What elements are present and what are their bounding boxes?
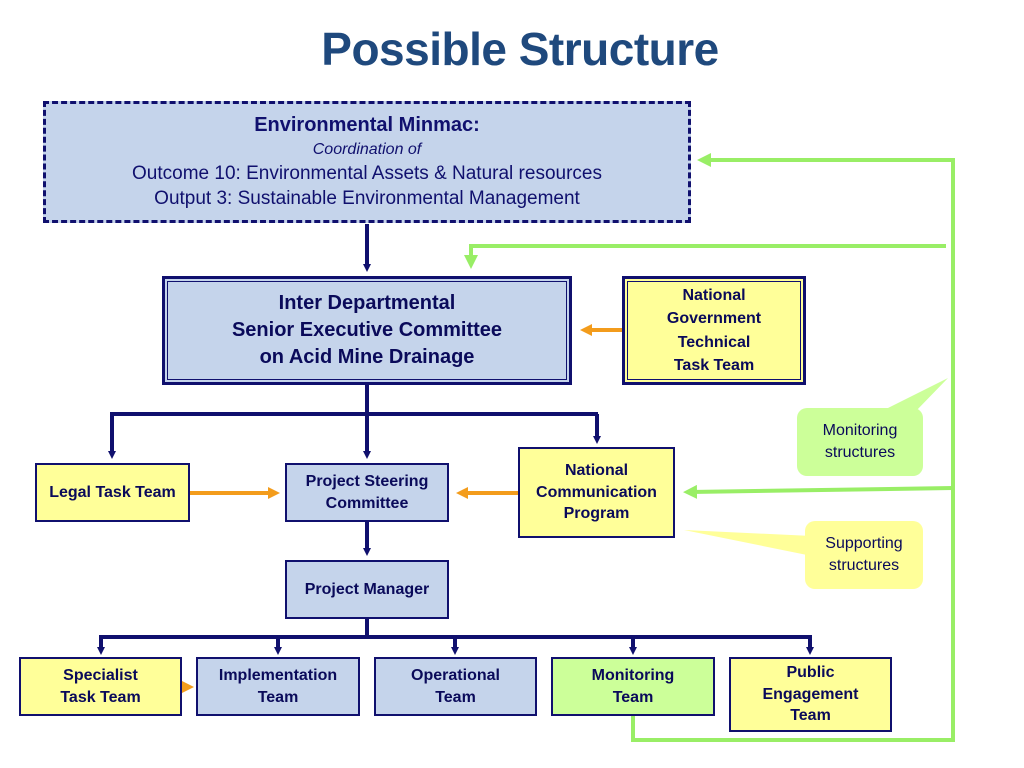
- steering-committee-box: Project Steering Committee: [285, 463, 449, 522]
- communication-line2: Communication: [536, 483, 657, 501]
- slide-title: Possible Structure: [321, 23, 719, 75]
- legal-label: Legal Task Team: [49, 483, 176, 501]
- monitoring-feedback-line: [631, 158, 955, 742]
- supporting-callout-line1: Supporting: [825, 534, 903, 552]
- team-public-line3: Team: [790, 707, 831, 725]
- arrow-monitoring-to-communication: [683, 484, 954, 499]
- senior-line1: Inter Departmental: [278, 292, 456, 314]
- steering-line2: Committee: [325, 494, 409, 512]
- manager-label: Project Manager: [304, 580, 430, 598]
- communication-line3: Program: [563, 505, 630, 523]
- technical-task-team-box: National Government Technical Task Team: [622, 276, 806, 385]
- team-specialist-line2: Task Team: [60, 688, 141, 706]
- minmac-outcome: Outcome 10: Environmental Assets & Natur…: [132, 162, 602, 184]
- team-operational-line2: Team: [435, 688, 476, 706]
- technical-line3: Technical: [677, 333, 751, 351]
- supporting-structures-callout: Supporting structures: [805, 521, 923, 589]
- team-monitoring-box: Monitoring Team: [551, 657, 715, 716]
- communication-line1: National: [564, 462, 629, 480]
- legal-task-team-box: Legal Task Team: [35, 463, 190, 522]
- monitoring-callout-line1: Monitoring: [822, 421, 898, 439]
- team-implementation-line1: Implementation: [218, 666, 338, 684]
- monitoring-structures-callout: Monitoring structures: [797, 408, 923, 476]
- technical-line4: Task Team: [673, 356, 755, 374]
- team-monitoring-line2: Team: [612, 688, 654, 706]
- team-implementation-box: Implementation Team: [196, 657, 360, 716]
- team-implementation-line2: Team: [257, 688, 299, 706]
- team-operational-line1: Operational: [411, 666, 500, 684]
- senior-line3: on Acid Mine Drainage: [259, 346, 475, 368]
- communication-program-box: National Communication Program: [518, 447, 675, 538]
- supporting-callout-tail: [684, 530, 812, 556]
- monitoring-callout-line2: structures: [824, 444, 896, 461]
- minmac-heading: Environmental Minmac:: [254, 114, 480, 137]
- minmac-output: Output 3: Sustainable Environmental Mana…: [154, 188, 580, 210]
- monitoring-to-senior-line: [469, 244, 946, 258]
- team-specialist-line1: Specialist: [63, 666, 138, 684]
- team-public-line2: Engagement: [762, 685, 859, 703]
- senior-executive-committee-box: Inter Departmental Senior Executive Comm…: [162, 276, 572, 385]
- senior-line2: Senior Executive Committee: [231, 319, 503, 341]
- steering-line1: Project Steering: [305, 472, 429, 490]
- technical-line1: National: [682, 287, 746, 305]
- supporting-callout-line2: structures: [828, 557, 900, 574]
- project-manager-box: Project Manager: [285, 560, 449, 619]
- team-public-engagement-box: Public Engagement Team: [729, 657, 892, 732]
- monitoring-callout-tail: [880, 378, 948, 412]
- technical-line2: Government: [666, 310, 762, 328]
- environmental-minmac-box: Environmental Minmac: Coordination of Ou…: [43, 101, 691, 223]
- team-specialist-box: Specialist Task Team: [19, 657, 182, 716]
- team-operational-box: Operational Team: [374, 657, 537, 716]
- minmac-subheading: Coordination of: [312, 141, 422, 159]
- team-public-line1: Public: [786, 664, 835, 682]
- team-monitoring-line1: Monitoring: [591, 666, 675, 684]
